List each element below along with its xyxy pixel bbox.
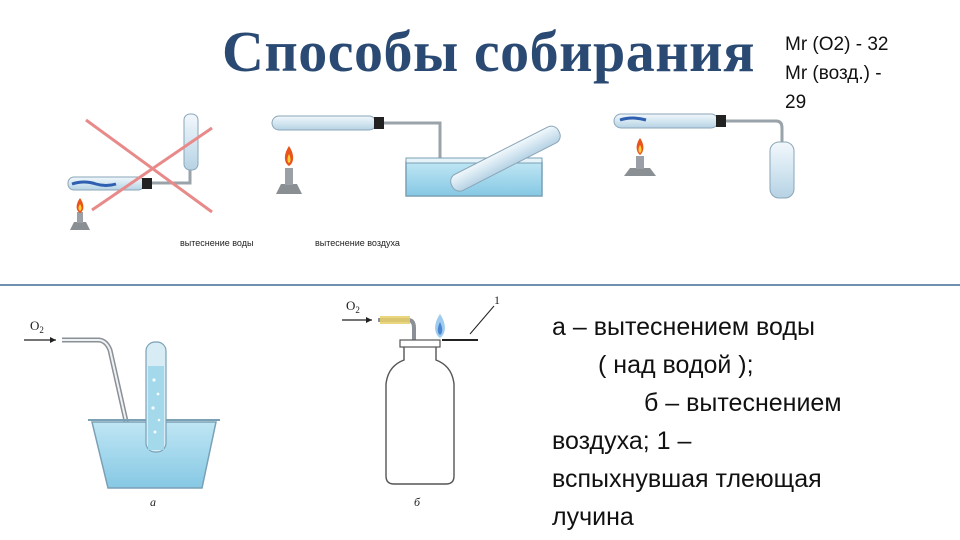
- cross-mark-icon: [85, 118, 213, 214]
- description-line-4: воздуха; 1 –: [552, 427, 692, 455]
- figure-a-water-collection: O2 а: [24, 318, 220, 509]
- gas-bubbles: [151, 378, 161, 434]
- description-line-2: ( над водой );: [598, 351, 754, 379]
- label-air-displacement: вытеснение воздуха: [315, 238, 400, 248]
- description-line-3: б – вытеснением: [644, 389, 842, 417]
- splint-label: 1: [494, 293, 500, 307]
- description-text: а – вытеснением воды ( над водой ); б – …: [552, 308, 952, 536]
- diagram-air-displacement: [613, 113, 795, 199]
- description-line-1: а – вытеснением воды: [552, 313, 815, 341]
- section-divider: [0, 284, 960, 286]
- diagram-water-displacement: [271, 115, 561, 197]
- o2-label-right: O2: [346, 298, 360, 315]
- burner-icon: [624, 138, 656, 176]
- page-title: Способы собирания: [222, 19, 755, 84]
- o2-label-left: O2: [30, 318, 44, 335]
- figure-a-label: а: [150, 495, 156, 509]
- molar-mass-note: Mr (O2) - 32 Mr (возд.) - 29: [785, 30, 955, 117]
- burner-icon: [70, 198, 90, 230]
- burner-icon: [276, 146, 302, 194]
- label-water-displacement: вытеснение воды: [180, 238, 254, 248]
- figure-b-label: б: [414, 495, 421, 509]
- molar-mass-o2: Mr (O2) - 32: [785, 34, 889, 55]
- description-line-5: вспыхнувшая тлеющая: [552, 465, 822, 493]
- molar-mass-air: Mr (возд.) -: [785, 63, 882, 84]
- diagram-crossed-setup: [67, 113, 213, 230]
- figure-b-air-collection: O2 1 б: [342, 293, 500, 509]
- description-line-6: лучина: [552, 503, 634, 531]
- flame-icon: [435, 314, 445, 338]
- molar-mass-air-value: 29: [785, 92, 807, 113]
